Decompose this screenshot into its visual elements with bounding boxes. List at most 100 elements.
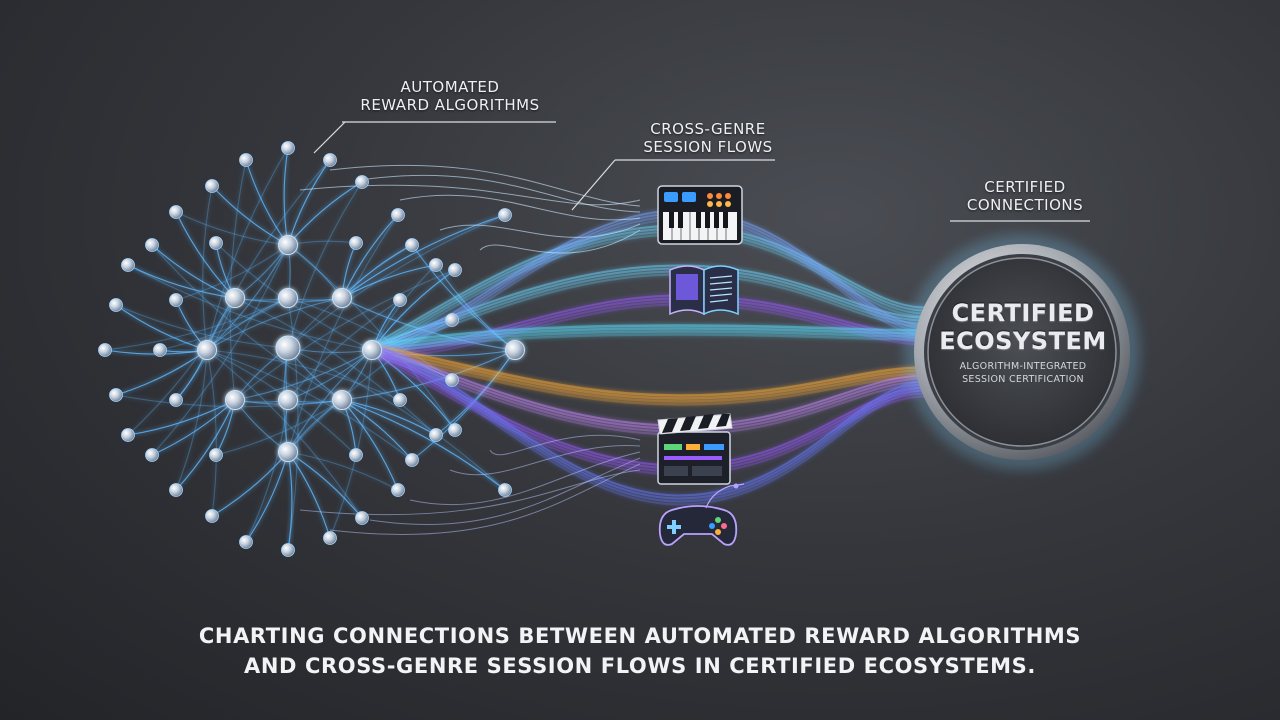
network-node <box>169 483 183 497</box>
network-edge <box>329 349 373 539</box>
network-edge <box>341 399 399 491</box>
network-edge <box>287 214 506 349</box>
network-edge <box>206 244 289 351</box>
network-edge <box>287 347 506 491</box>
network-node <box>429 428 443 442</box>
network-edge <box>206 349 413 461</box>
network-hub-node <box>278 442 298 462</box>
network-node <box>121 258 135 272</box>
network-hub-node <box>505 340 525 360</box>
network-node <box>145 448 159 462</box>
network-edge <box>206 349 401 401</box>
network-edge <box>341 399 437 436</box>
network-hub-node <box>278 288 298 308</box>
network-edge <box>229 159 247 401</box>
network-hub-node <box>332 288 352 308</box>
badge-subtitle-line: ALGORITHM-INTEGRATED <box>959 361 1087 373</box>
reward-algorithms-label: AUTOMATED REWARD ALGORITHMS <box>360 78 540 115</box>
network-edge <box>245 451 289 543</box>
session-flow-line <box>371 347 926 400</box>
network-node <box>153 343 167 357</box>
network-edge <box>151 244 343 401</box>
network-node <box>355 175 369 189</box>
session-flow-line <box>329 463 641 536</box>
session-flow-line <box>371 344 926 497</box>
network-edge <box>245 399 289 543</box>
network-node <box>445 313 459 327</box>
badge-text: CERTIFIED ECOSYSTEM ALGORITHM-INTEGRATED… <box>922 299 1124 386</box>
network-edge <box>287 214 399 453</box>
cross-genre-label: CROSS-GENRE SESSION FLOWS <box>643 120 773 157</box>
network-edge <box>115 304 289 349</box>
network-node <box>323 153 337 167</box>
network-edge <box>159 297 289 351</box>
network-node <box>405 453 419 467</box>
session-flow-line <box>371 333 926 356</box>
network-node <box>169 293 183 307</box>
badge-subtitle: ALGORITHM-INTEGRATED SESSION CERTIFICATI… <box>922 361 1124 386</box>
session-flow-line <box>369 457 641 526</box>
network-node <box>355 511 369 525</box>
session-flow-line <box>371 353 926 406</box>
network-node <box>205 179 219 193</box>
book-icon <box>669 265 739 316</box>
session-flow-line <box>439 223 641 238</box>
session-flow-line <box>371 330 926 353</box>
badge-title-line: CERTIFIED <box>951 299 1095 327</box>
network-edge <box>115 304 208 351</box>
network-node <box>445 373 459 387</box>
network-edge <box>341 349 516 401</box>
session-flow-line <box>371 350 926 503</box>
network-node <box>239 153 253 167</box>
network-hub-node <box>362 340 382 360</box>
network-edge <box>341 399 506 491</box>
network-node <box>393 393 407 407</box>
network-edge <box>175 244 289 301</box>
network-node <box>429 258 443 272</box>
session-flow-line <box>479 229 641 254</box>
network-node <box>205 509 219 523</box>
network-hub-node <box>278 235 298 255</box>
session-flow-line <box>359 174 641 213</box>
network-hub-node <box>332 390 352 410</box>
session-flow-line <box>371 347 926 500</box>
network-nodes <box>98 141 525 557</box>
network-edge <box>206 297 343 351</box>
network-edge <box>287 244 343 299</box>
network-hub-node <box>197 340 217 360</box>
session-flow-line <box>371 327 926 350</box>
network-node <box>209 448 223 462</box>
network-node <box>349 236 363 250</box>
network-node <box>109 388 123 402</box>
network-edge <box>206 147 289 351</box>
network-edge <box>435 349 516 436</box>
network-edge <box>151 399 236 456</box>
network-edge <box>283 147 289 246</box>
network-node <box>109 298 123 312</box>
reward-pointer <box>313 121 346 154</box>
network-edge <box>287 297 299 551</box>
network-node <box>349 448 363 462</box>
network-node <box>281 141 295 155</box>
session-flow-line <box>371 344 926 397</box>
network-edge <box>206 159 331 351</box>
network-edge <box>175 349 208 491</box>
caption-line: CHARTING CONNECTIONS BETWEEN AUTOMATED R… <box>198 624 1082 648</box>
badge-title: CERTIFIED ECOSYSTEM <box>922 299 1124 355</box>
network-edge <box>206 349 217 517</box>
network-node <box>121 428 135 442</box>
network-edge <box>234 297 437 436</box>
network-node <box>281 543 295 557</box>
network-edge <box>287 349 373 453</box>
network-hub-node <box>225 288 245 308</box>
label-pointers <box>313 121 1090 222</box>
network-edge <box>287 240 357 246</box>
network-edge <box>287 451 363 519</box>
network-node <box>448 423 462 437</box>
session-flow-line <box>489 434 641 456</box>
network-node <box>239 535 253 549</box>
caption-line: AND CROSS-GENRE SESSION FLOWS IN CERTIFI… <box>244 653 1036 678</box>
network-node <box>209 236 223 250</box>
network-node <box>393 293 407 307</box>
keyboard-icon <box>657 185 743 245</box>
